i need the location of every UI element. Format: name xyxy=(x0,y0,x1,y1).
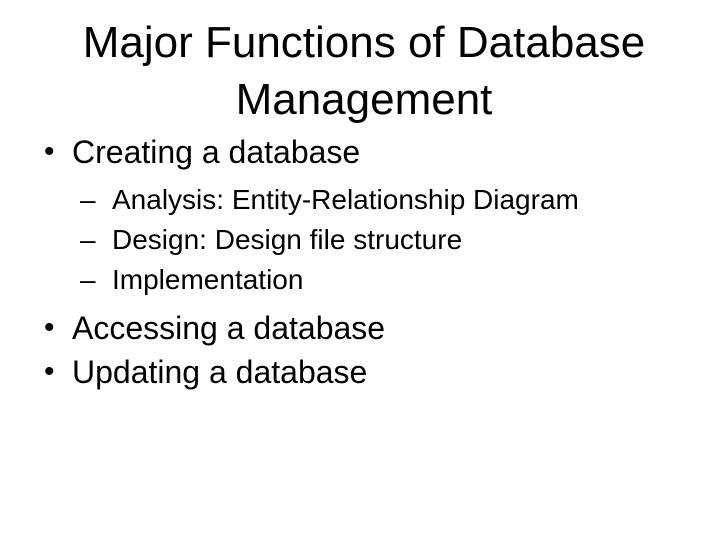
sub-bullet-text: Design: Design file structure xyxy=(112,224,463,255)
dash-marker-icon: – xyxy=(80,224,96,255)
dash-marker-icon: – xyxy=(80,264,96,295)
bullet-text: Updating a database xyxy=(72,354,368,390)
slide-body: • Creating a database – Analysis: Entity… xyxy=(0,130,700,394)
sub-bullet-item: – Implementation xyxy=(0,260,700,300)
sub-bullet-item: – Analysis: Entity-Relationship Diagram xyxy=(0,180,700,220)
slide-title: Major Functions of Database Management xyxy=(82,18,646,124)
sub-bullet-item: – Design: Design file structure xyxy=(0,220,700,260)
dash-marker-icon: – xyxy=(80,184,96,215)
bullet-item: • Creating a database xyxy=(0,130,700,174)
sub-bullet-text: Analysis: Entity-Relationship Diagram xyxy=(112,184,579,215)
bullet-text: Accessing a database xyxy=(72,310,386,346)
bullet-text: Creating a database xyxy=(72,134,361,170)
bullet-marker-icon: • xyxy=(44,311,55,344)
bullet-item: • Updating a database xyxy=(0,350,700,394)
bullet-marker-icon: • xyxy=(44,355,55,388)
sub-bullet-text: Implementation xyxy=(112,264,304,295)
bullet-item: • Accessing a database xyxy=(0,306,700,350)
bullet-marker-icon: • xyxy=(44,135,55,168)
